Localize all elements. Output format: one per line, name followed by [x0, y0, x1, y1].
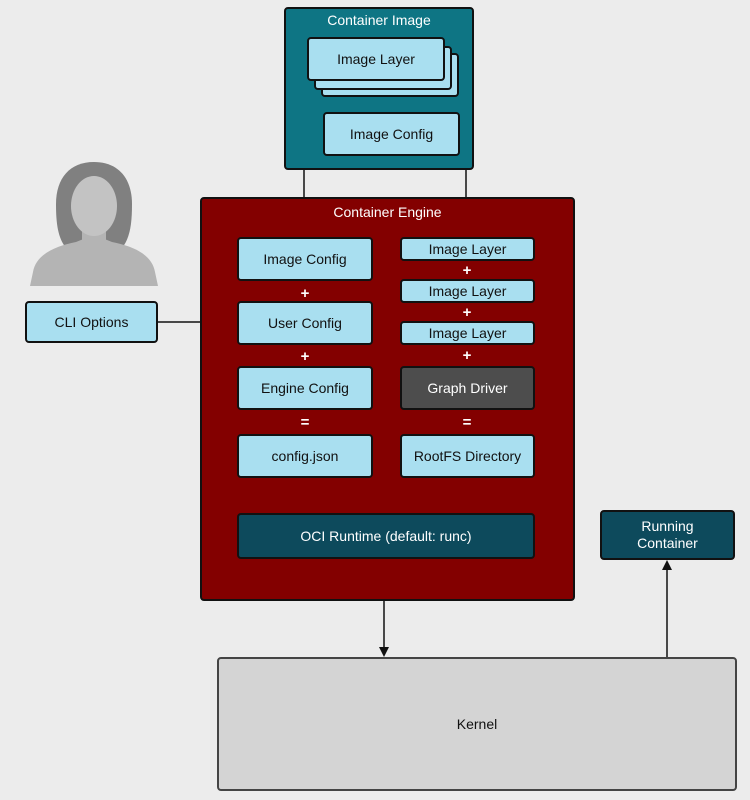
user-config-box: User Config — [237, 301, 373, 345]
container-image-panel: Container Image Image Layer Image Config — [284, 7, 474, 170]
engine-image-config-box: Image Config — [237, 237, 373, 281]
plus-sign: + — [462, 346, 472, 364]
equals-sign: = — [462, 413, 472, 431]
kernel-box: Kernel — [217, 657, 737, 791]
person-silhouette-icon — [30, 162, 158, 286]
plus-sign: + — [300, 284, 310, 302]
container-image-title: Container Image — [327, 12, 431, 28]
engine-image-layer-box: Image Layer — [400, 237, 535, 261]
cli-options-box: CLI Options — [25, 301, 158, 343]
graph-driver-box: Graph Driver — [400, 366, 535, 410]
engine-config-box: Engine Config — [237, 366, 373, 410]
running-container-box: Running Container — [600, 510, 735, 560]
plus-sign: + — [300, 347, 310, 365]
container-engine-panel: Container Engine Image Config + User Con… — [200, 197, 575, 601]
container-engine-title: Container Engine — [333, 204, 442, 220]
image-config-box: Image Config — [323, 112, 460, 156]
engine-image-layer-box: Image Layer — [400, 279, 535, 303]
rootfs-directory-box: RootFS Directory — [400, 434, 535, 478]
engine-image-layer-box: Image Layer — [400, 321, 535, 345]
plus-sign: + — [462, 303, 472, 321]
equals-sign: = — [300, 413, 310, 431]
config-json-box: config.json — [237, 434, 373, 478]
image-layer-box: Image Layer — [307, 37, 445, 81]
plus-sign: + — [462, 261, 472, 279]
oci-runtime-box: OCI Runtime (default: runc) — [237, 513, 535, 559]
